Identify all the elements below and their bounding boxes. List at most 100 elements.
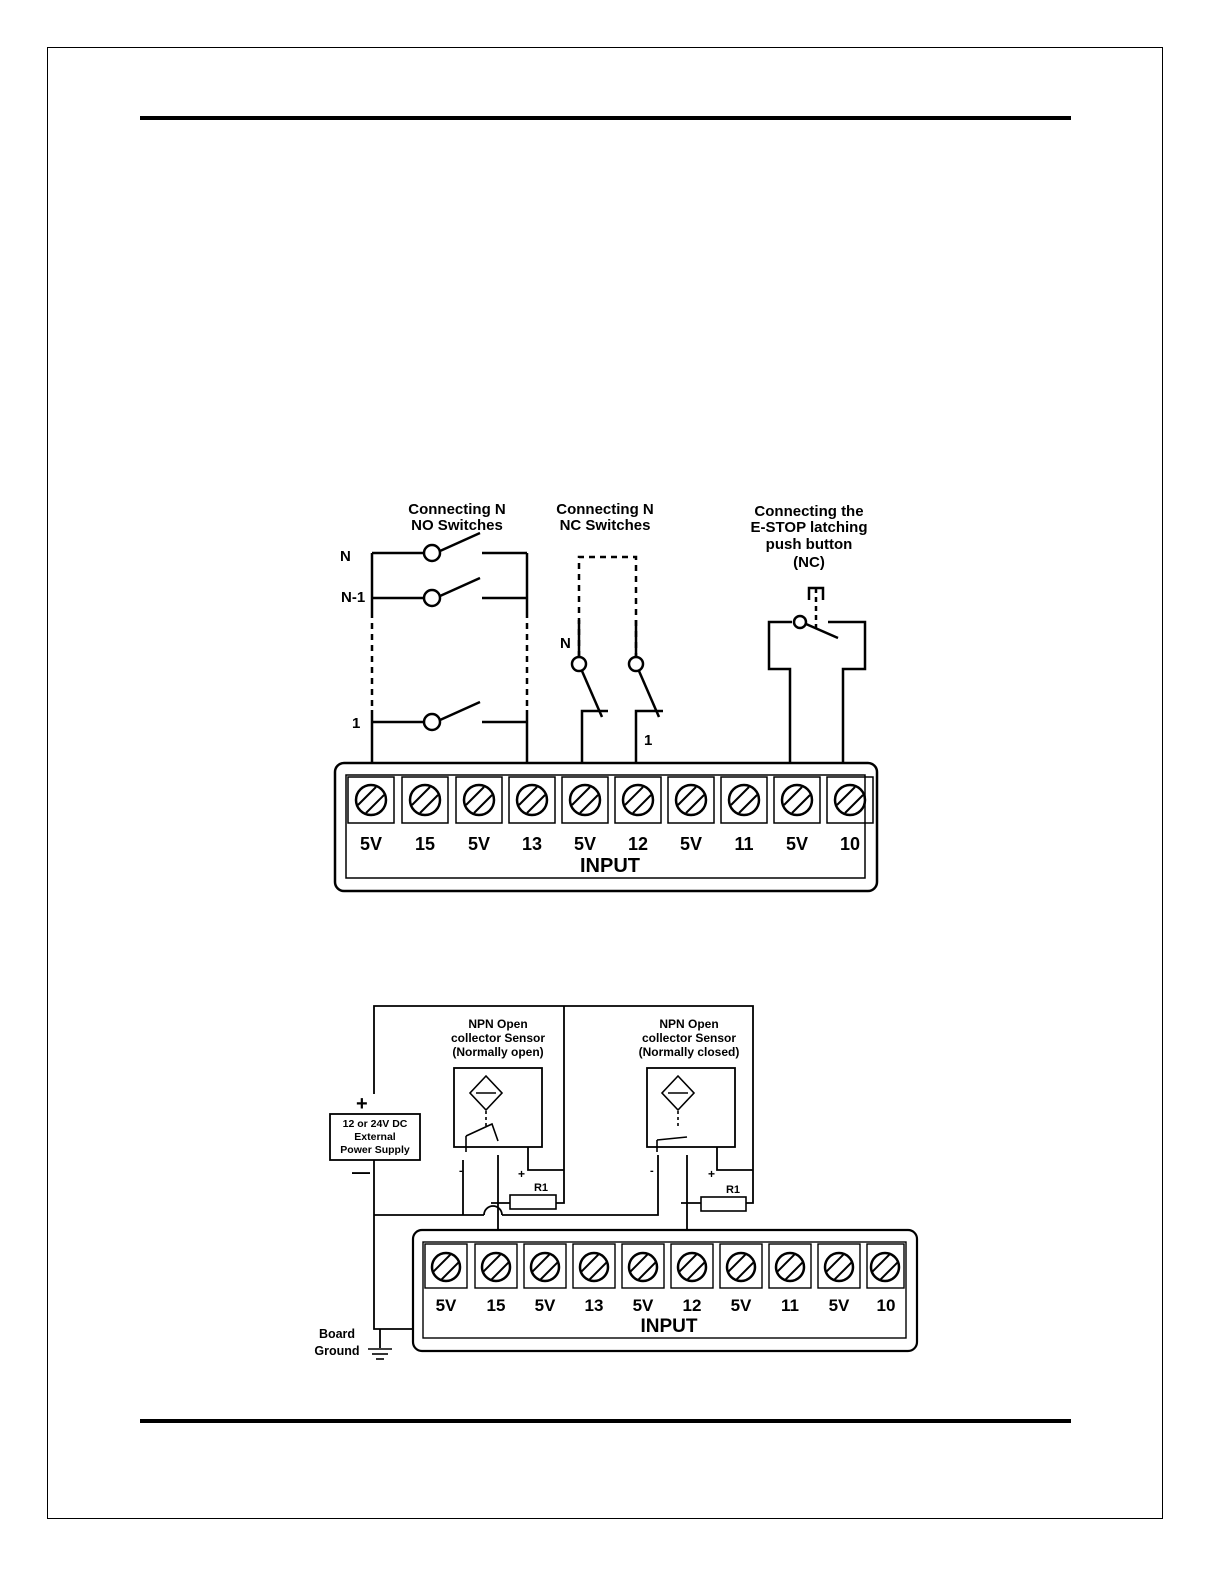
screw-slot (490, 1261, 510, 1281)
estop-title-line1: Connecting the (754, 503, 863, 520)
terminal-screw-icon (621, 783, 655, 817)
estop-title-line2: E-STOP latching (751, 519, 868, 536)
nc-switches-title-line1: Connecting N (556, 501, 654, 518)
ground-label-line1: Board (319, 1327, 355, 1341)
screw-slot (783, 786, 803, 806)
diagram-switches: Connecting N NO Switches Connecting N NC… (333, 501, 879, 893)
screw-slot (825, 1253, 845, 1273)
sensor-nc-title-line3: (Normally closed) (639, 1045, 740, 1059)
terminal-block-inner-2 (422, 1241, 907, 1339)
sensor-no-title-line3: (Normally open) (452, 1045, 543, 1059)
screw-slot (432, 1253, 452, 1273)
screw-slot (727, 1253, 747, 1273)
screw-slot (624, 786, 644, 806)
estop-contact (792, 614, 808, 630)
screw-slot (678, 1253, 698, 1273)
sensor-no-symbol (465, 1074, 504, 1152)
terminal-screw-icon (780, 783, 814, 817)
screw-slot (730, 786, 750, 806)
page-frame (47, 47, 1163, 1519)
power-supply-box (329, 1113, 421, 1161)
nc-label-1: 1 (644, 732, 652, 749)
switch-contact-n-1 (422, 588, 442, 608)
terminal-label: 11 (734, 834, 753, 854)
terminal-label: 5V (786, 834, 808, 854)
screw-slot (791, 794, 811, 814)
terminal-screw-icon (627, 1251, 659, 1283)
screw-slot (411, 786, 431, 806)
screw-slot (518, 786, 538, 806)
resistor-label-no: R1 (534, 1182, 548, 1194)
no-switches-wiring (370, 531, 529, 790)
screw-slot (844, 794, 864, 814)
terminal-label: 5V (535, 1296, 556, 1315)
screw-slot (539, 1261, 559, 1281)
screw-slot (440, 1261, 460, 1281)
nc-switch-contact-1 (627, 655, 645, 673)
terminal-label: 10 (877, 1296, 896, 1315)
nc-switch-contact-n (570, 655, 588, 673)
input-label: INPUT (580, 855, 640, 877)
terminal-cells (347, 776, 874, 824)
nc-switches-title-line2: NC Switches (560, 517, 651, 534)
terminal-screw-icon (430, 1251, 462, 1283)
sensor-nc-minus-pin: - (650, 1165, 654, 1177)
switch-contact-1 (422, 712, 442, 732)
screw-slot (836, 786, 856, 806)
screw-slot (482, 1253, 502, 1273)
sensor-nc-title-line2: collector Sensor (642, 1031, 736, 1045)
estop-title-line3: push button (766, 536, 853, 553)
top-rule (140, 116, 1071, 120)
terminal-label: 15 (487, 1296, 506, 1315)
screw-slot (776, 1253, 796, 1273)
screw-slot (629, 1253, 649, 1273)
terminal-block-inner (345, 774, 866, 879)
power-supply-line1: 12 or 24V DC (343, 1118, 408, 1130)
terminal-label: 13 (522, 834, 542, 854)
bottom-rule (140, 1419, 1071, 1423)
terminal-label: 11 (781, 1296, 799, 1315)
input-label-2: INPUT (641, 1316, 698, 1337)
terminal-screw-icon (674, 783, 708, 817)
terminal-screw-icon (727, 783, 761, 817)
terminal-screw-icon (354, 783, 388, 817)
terminal-label: 5V (680, 834, 702, 854)
screw-slot (738, 794, 758, 814)
sensor-nc-symbol (656, 1074, 696, 1152)
screw-slot (686, 1261, 706, 1281)
terminal-label: 5V (360, 834, 382, 854)
resistor-r1-nc (700, 1196, 747, 1212)
sensor-wiring (373, 1005, 754, 1348)
terminal-screw-icon (578, 1251, 610, 1283)
terminal-label: 12 (628, 834, 648, 854)
terminal-label: 13 (585, 1296, 604, 1315)
screw-slot (465, 786, 485, 806)
resistor-r1-no (509, 1194, 557, 1210)
ground-label-line2: Ground (314, 1344, 359, 1358)
screw-slot (588, 1261, 608, 1281)
no-switches-title-line2: NO Switches (411, 517, 503, 534)
power-plus-sign: + (356, 1093, 368, 1115)
estop-wiring (767, 586, 867, 790)
switch-contact-n (422, 543, 442, 563)
screw-slot (473, 794, 493, 814)
no-label-1: 1 (352, 715, 360, 732)
terminal-label: 15 (415, 834, 435, 854)
terminal-label: 10 (840, 834, 860, 854)
nc-switches-wiring (577, 555, 663, 790)
screw-slot (365, 794, 385, 814)
terminal-label: 5V (574, 834, 596, 854)
terminal-label: 5V (731, 1296, 752, 1315)
terminal-label: 5V (633, 1296, 654, 1315)
power-supply-line2: External (354, 1131, 396, 1143)
sensor-no-title-line1: NPN Open (468, 1017, 527, 1031)
npn-sensor-no-body (453, 1067, 543, 1148)
screw-slot (735, 1261, 755, 1281)
power-supply-line3: Power Supply (340, 1144, 410, 1156)
terminal-label: 5V (468, 834, 490, 854)
sensor-no-plus-pin: + (518, 1167, 525, 1181)
no-label-n-1: N-1 (341, 589, 365, 606)
screw-slot (571, 786, 591, 806)
terminal-screw-icon (774, 1251, 806, 1283)
